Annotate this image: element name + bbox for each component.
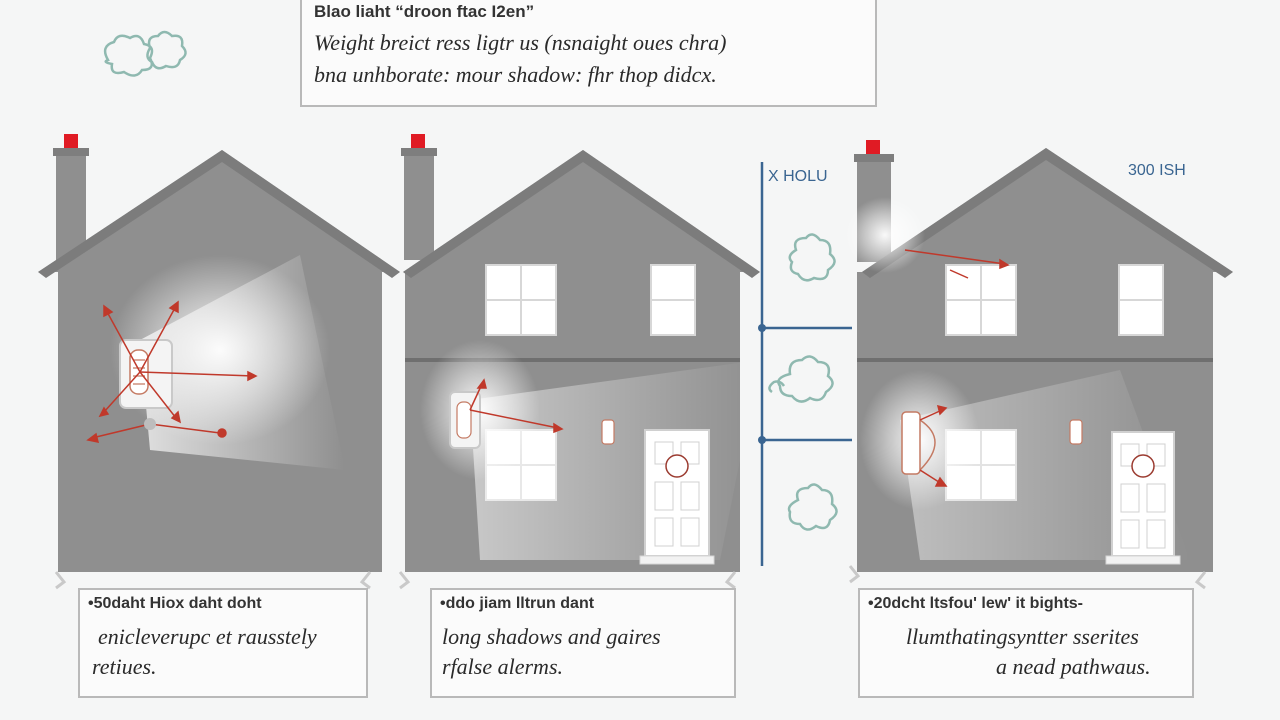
light-ray-arrows [904,249,1010,279]
wall-lamp-icon [1069,419,1083,445]
chimney [56,150,86,260]
caption-line-1: enicleverupc et rausstely [98,624,317,649]
caption-box-3: •20dcht ltsfou' lew' it bights- llumthat… [858,588,1194,698]
house-3 [845,140,1233,572]
caption-heading: •50daht Hiox daht doht [88,595,262,612]
timeline-label-left: X HOLU [768,168,828,185]
top-text-line-2: bna unhborate: mour shadow: fhr thop did… [314,62,717,87]
house-1 [38,134,400,572]
light-ray-arrows [469,378,564,434]
chimney-cap [411,134,425,148]
light-fixture-icon [449,391,481,449]
smoke-cloud-icon [103,30,187,77]
smoke-cloud-icon [788,233,836,282]
top-text-line-1: Weight breict ress ligtr us (nsnaight ou… [314,30,727,55]
timeline-label-right: 300 ISH [1128,162,1186,179]
caption-line-2: a nead pathwaus. [996,654,1151,679]
caption-box-2: •ddo jiam lltrun dant long shadows and g… [430,588,736,698]
caption-line-2: retiues. [92,654,157,679]
smoke-cloud-icon [768,355,834,403]
window [650,264,696,336]
timeline [758,162,852,566]
chimney-cap [64,134,78,148]
window [485,264,557,336]
caption-heading: •ddo jiam lltrun dant [440,595,595,612]
ground-marks [54,565,1207,590]
light-ray-arrows [86,300,258,443]
caption-line-2: rfalse alerms. [442,654,563,679]
caption-line-1: llumthatingsyntter sserites [906,624,1139,649]
window [945,264,1017,336]
front-door [1105,431,1181,565]
light-ray-arrows [919,404,948,487]
top-heading: Blao liaht “droon ftac I2en” [314,2,535,21]
light-fixture-icon [901,411,936,475]
caption-line-1: long shadows and gaires [442,624,661,649]
caption-heading: •20dcht ltsfou' lew' it bights- [868,595,1083,612]
caption-box-1: •50daht Hiox daht doht enicleverupc et r… [78,588,368,698]
window [1118,264,1164,336]
top-info-box: Blao liaht “droon ftac I2en” Weight brei… [300,0,877,107]
smoke-cloud-icon [787,483,838,531]
front-door [639,429,715,565]
house-2 [401,134,760,572]
chimney-cap [866,140,880,154]
wall-lamp-icon [601,419,615,445]
